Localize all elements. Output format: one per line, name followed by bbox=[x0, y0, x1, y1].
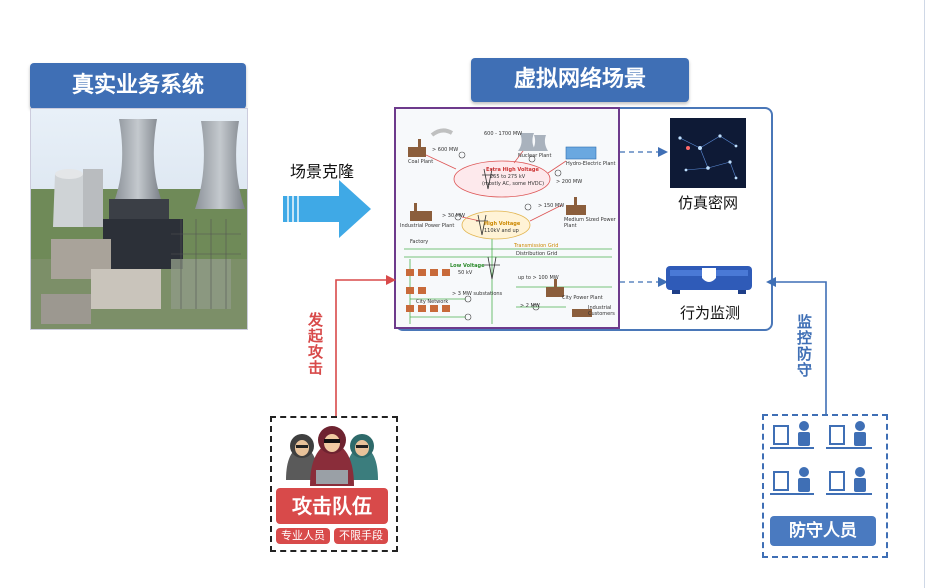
distribution-label: Distribution Grid bbox=[516, 251, 558, 257]
transmission-label: Transmission Grid bbox=[514, 243, 559, 249]
attack-team-sub2: 不限手段 bbox=[334, 528, 388, 544]
ind-mw-label: > 2 MW bbox=[520, 303, 540, 309]
defense-arrow-label: 监控防守 bbox=[795, 314, 813, 378]
industrial-plant-label: Industrial Power Plant bbox=[400, 223, 455, 229]
edge-divider bbox=[924, 0, 925, 588]
attack-team-title: 攻击队伍 bbox=[276, 488, 388, 524]
monitor-device-icon bbox=[666, 266, 752, 294]
hydro-mw-label: > 200 MW bbox=[556, 179, 583, 185]
attack-arrow bbox=[335, 275, 396, 418]
lv-sub: 50 kV bbox=[458, 270, 473, 276]
hydro-plant-label: Hydro-Electric Plant bbox=[566, 161, 616, 167]
scene-clone-label: 场景克隆 bbox=[290, 162, 355, 181]
medium-mw-label: > 150 MW bbox=[538, 203, 565, 209]
coal-mw-label: > 600 MW bbox=[432, 147, 459, 153]
ehv-sub1: 265 to 275 kV bbox=[490, 174, 526, 180]
defense-arrow bbox=[766, 277, 827, 418]
hv-title: High Voltage bbox=[484, 221, 521, 227]
industrial-mw-label: > 30 MW bbox=[442, 213, 465, 219]
defense-team-title: 防守人员 bbox=[770, 516, 876, 546]
honeynet-image bbox=[670, 118, 746, 188]
honeynet-label: 仿真密网 bbox=[678, 194, 739, 212]
city-plant-label: City Power Plant bbox=[562, 295, 603, 301]
attack-arrow-label: 发起攻击 bbox=[306, 312, 324, 376]
city-mw-label: up to > 100 MW bbox=[518, 275, 559, 281]
factory-label: Factory bbox=[410, 239, 429, 245]
nuclear-plant-label: Nuclear Plant bbox=[518, 153, 552, 159]
monitor-label: 行为监测 bbox=[680, 304, 741, 322]
nuclear-mw-label: 600 - 1700 MW bbox=[484, 131, 523, 137]
virtual-scene-title: 虚拟网络场景 bbox=[471, 58, 689, 102]
grid-to-monitor-arrow bbox=[620, 277, 668, 287]
city-network-label: City Network bbox=[416, 299, 449, 305]
defenders-icon bbox=[770, 421, 872, 495]
attack-team-sub1: 专业人员 bbox=[276, 528, 330, 544]
grid-to-honeynet-arrow bbox=[620, 147, 668, 157]
coal-plant-label: Coal Plant bbox=[408, 159, 434, 165]
power-plant-photo bbox=[30, 108, 248, 330]
hv-sub: 110kV and up bbox=[484, 228, 519, 234]
lv-title: Low Voltage bbox=[450, 263, 485, 269]
power-grid-diagram: Coal Plant > 600 MW 600 - 1700 MW Nuclea… bbox=[394, 107, 620, 329]
ehv-title: Extra High Voltage bbox=[486, 167, 539, 173]
ind-customers-label: Industrial Customers bbox=[588, 305, 615, 317]
hacker-group-icon bbox=[286, 426, 378, 486]
medium-plant-label: Medium Sized Power Plant bbox=[564, 217, 616, 229]
clone-arrow bbox=[283, 180, 371, 238]
real-system-title: 真实业务系统 bbox=[30, 63, 246, 109]
substations-label: > 3 MW substations bbox=[452, 291, 503, 297]
ehv-sub2: (mostly AC, some HVDC) bbox=[482, 181, 545, 187]
